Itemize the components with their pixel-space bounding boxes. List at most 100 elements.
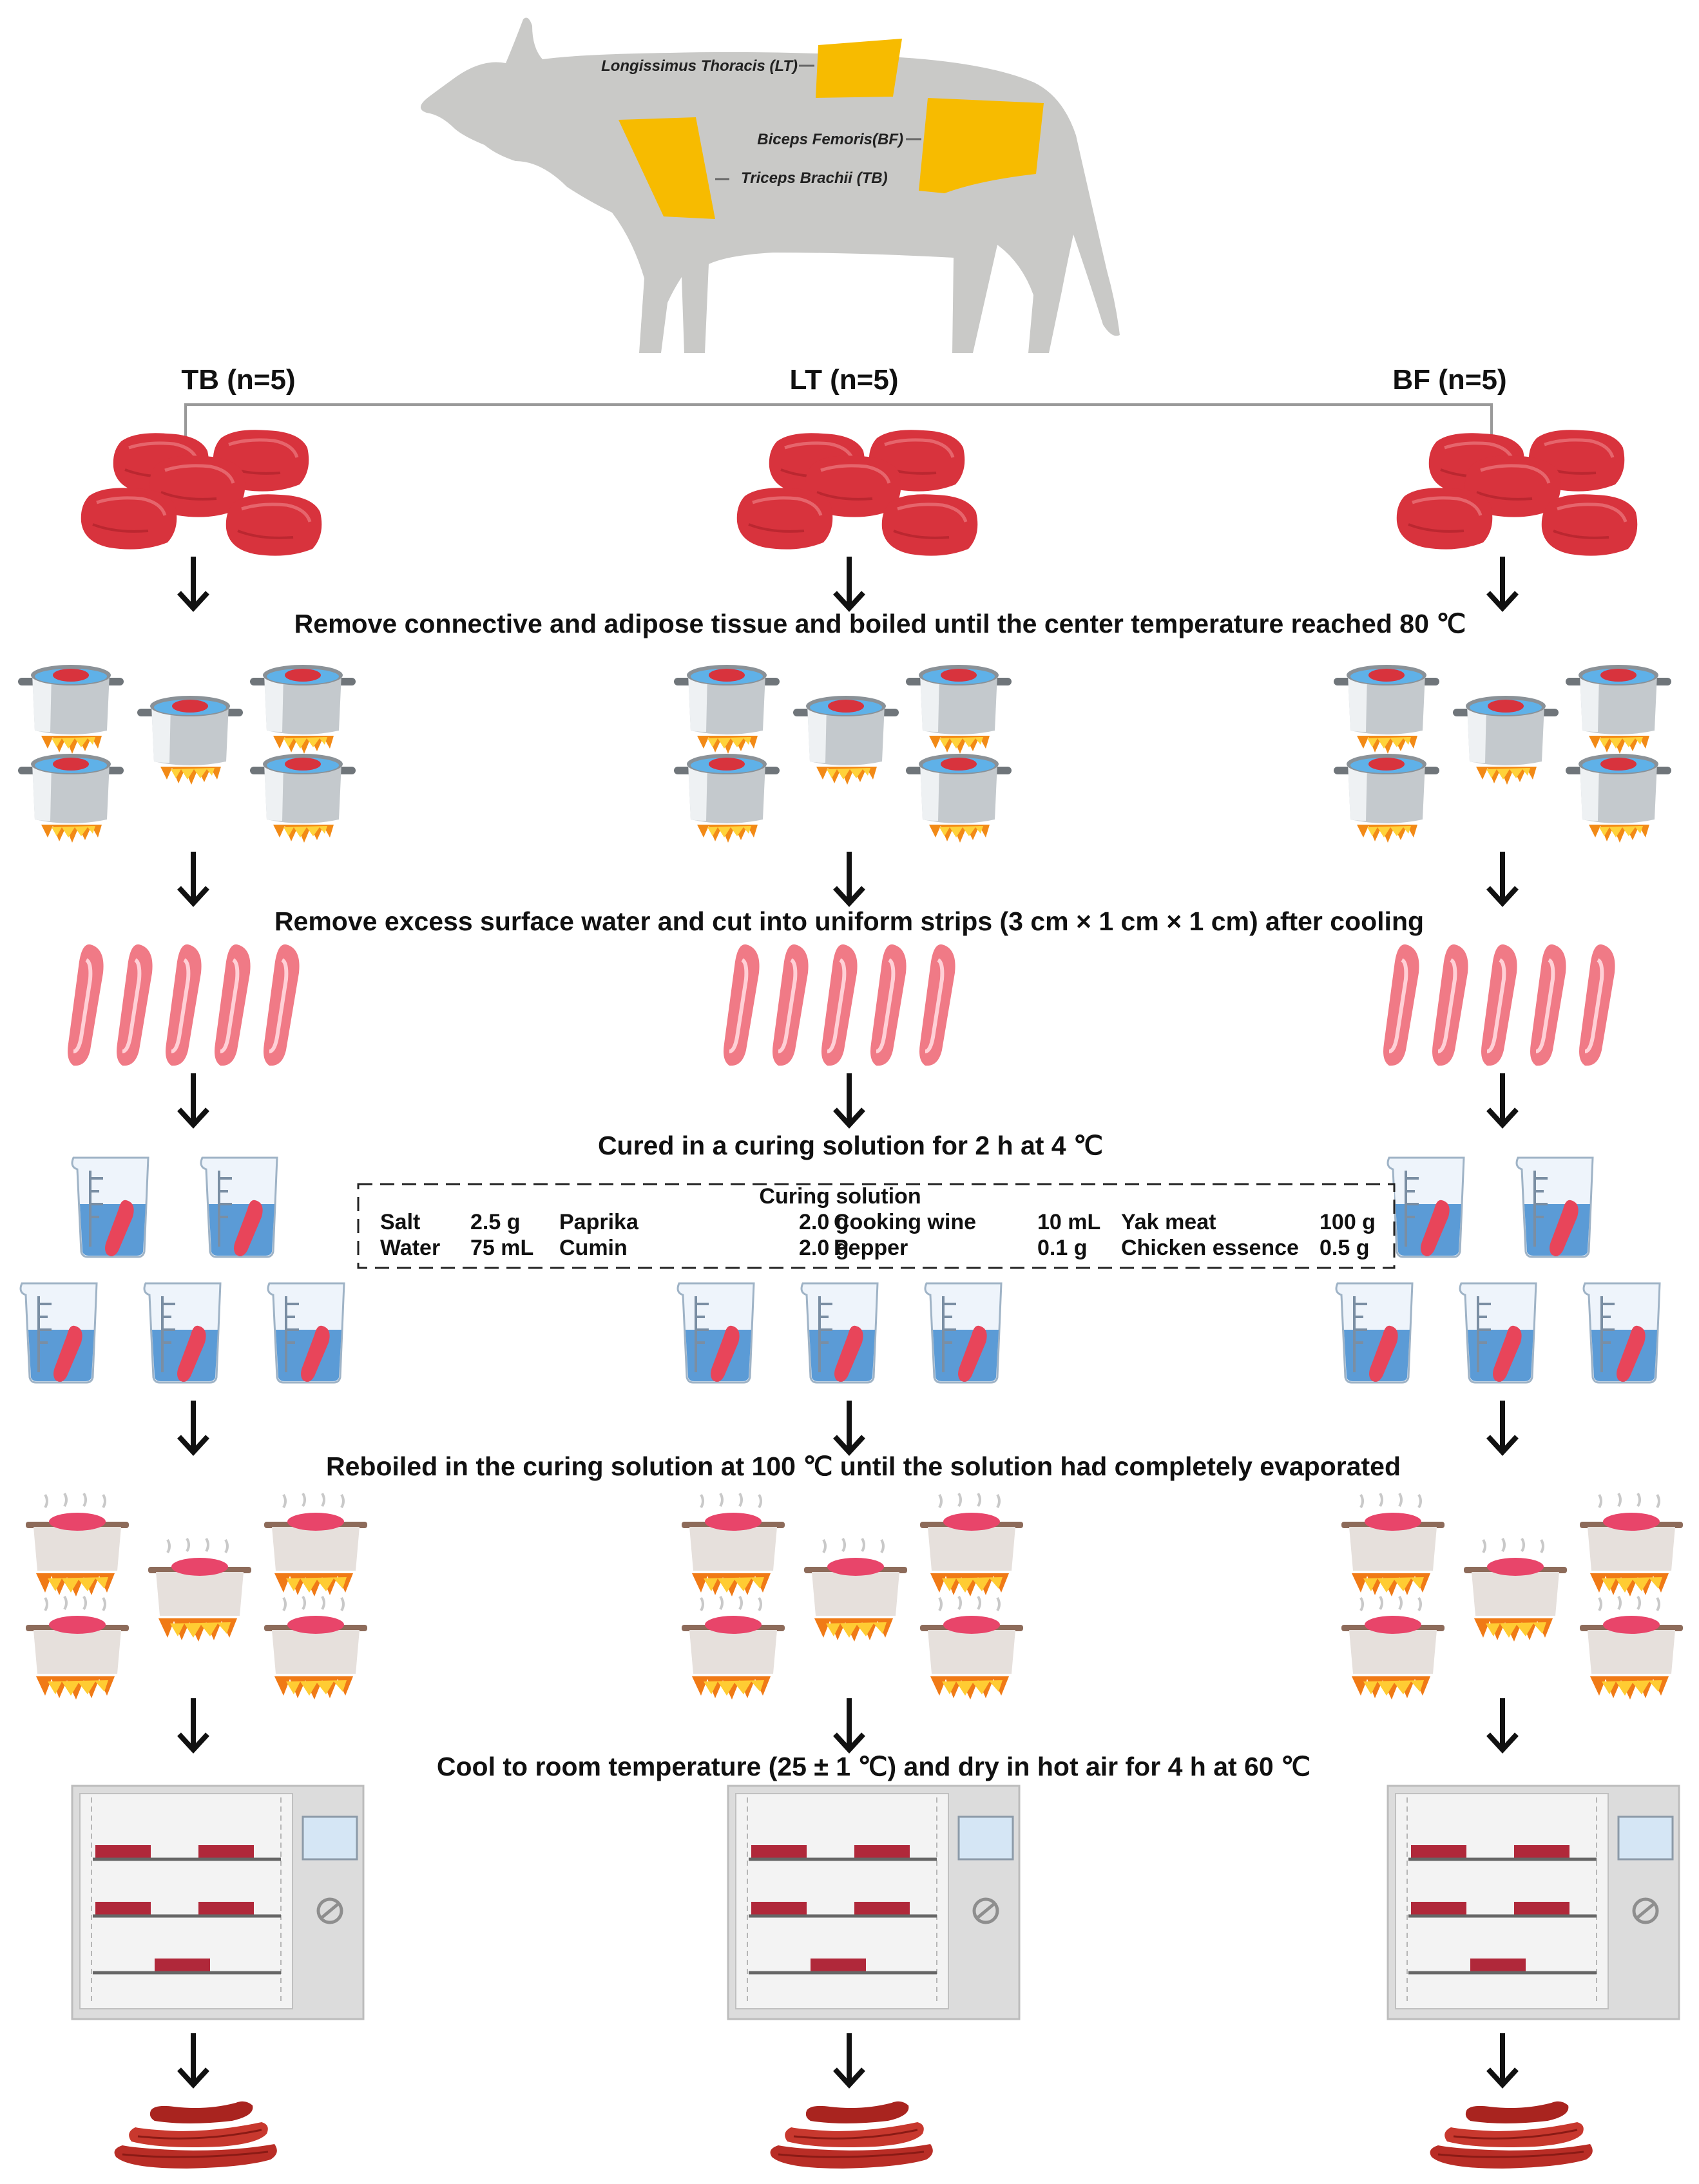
dried-jerky-icon	[113, 2100, 278, 2170]
curing-ingredient-name: Salt	[380, 1210, 420, 1234]
group-label-lt: LT (n=5)	[789, 364, 898, 396]
reboil-pot-icon	[1579, 1595, 1684, 1701]
cut-label-lt: Longissimus Thoracis (LT)	[601, 57, 798, 75]
down-arrow-icon	[1488, 1401, 1517, 1452]
curing-ingredient-amount: 2.0 g	[799, 1236, 849, 1260]
raw-meat-icon	[1397, 488, 1493, 549]
dried-jerky-icon	[769, 2100, 934, 2170]
meat-strip-icon	[1530, 944, 1566, 1066]
curing-beaker-icon	[200, 1156, 278, 1258]
reboil-pot-icon	[263, 1595, 369, 1701]
reboil-pot-icon	[680, 1595, 786, 1701]
curing-beaker-icon	[19, 1282, 98, 1384]
meat-strip-icon	[919, 944, 955, 1066]
meat-strip-icon	[773, 944, 809, 1066]
group-bracket	[184, 403, 1493, 445]
curing-solution-title: Curing solution	[759, 1184, 921, 1209]
reboil-pot-icon	[1340, 1492, 1446, 1598]
curing-ingredient-amount: 0.1 g	[1037, 1236, 1087, 1260]
curing-beaker-icon	[1515, 1156, 1594, 1258]
curing-beaker-icon	[677, 1282, 755, 1384]
step-reboil-text: Reboiled in the curing solution at 100 ℃…	[326, 1451, 1401, 1481]
cow-icon	[420, 17, 1120, 354]
down-arrow-icon	[835, 1401, 863, 1452]
curing-ingredient-name: Pepper	[834, 1236, 908, 1260]
cut-bf-highlight	[919, 98, 1044, 193]
down-arrow-icon	[835, 852, 863, 903]
step-boil-text: Remove connective and adipose tissue and…	[294, 609, 1466, 638]
raw-meat-icon	[737, 488, 833, 549]
curing-ingredient-name: Yak meat	[1121, 1210, 1216, 1234]
curing-ingredient-amount: 2.5 g	[470, 1210, 520, 1234]
curing-ingredient-name: Paprika	[559, 1210, 639, 1234]
curing-ingredient-amount: 0.5 g	[1320, 1236, 1369, 1260]
down-arrow-icon	[179, 2033, 207, 2085]
reboil-pot-icon	[263, 1492, 369, 1598]
boiling-pot-icon	[1334, 665, 1439, 754]
raw-meat-icon	[882, 494, 978, 555]
down-arrow-icon	[179, 852, 207, 903]
meat-strip-icon	[117, 944, 153, 1066]
meat-strip-icon	[264, 944, 300, 1066]
step-dry-text: Cool to room temperature (25 ± 1 ℃) and …	[437, 1752, 1310, 1781]
drying-oven-icon	[1388, 1786, 1679, 2019]
curing-beaker-icon	[267, 1282, 345, 1384]
cut-lt-highlight	[816, 39, 902, 98]
reboil-pot-icon	[1463, 1537, 1568, 1643]
curing-ingredient-name: Water	[380, 1236, 440, 1260]
curing-ingredient-amount: 10 mL	[1037, 1210, 1100, 1234]
boiling-pot-icon	[906, 754, 1012, 843]
group-label-tb: TB (n=5)	[181, 364, 295, 396]
down-arrow-icon	[835, 1698, 863, 1750]
reboil-pot-icon	[147, 1537, 253, 1643]
step-cure-text: Cured in a curing solution for 2 h at 4 …	[598, 1131, 1103, 1160]
curing-beaker-icon	[1582, 1282, 1661, 1384]
reboil-pot-icon	[24, 1492, 130, 1598]
raw-meat-icon	[226, 494, 322, 555]
group-columns	[18, 430, 1684, 2170]
curing-beaker-icon	[71, 1156, 149, 1258]
step-cut-text: Remove excess surface water and cut into…	[274, 906, 1424, 936]
down-arrow-icon	[1488, 557, 1517, 608]
reboil-pot-icon	[1340, 1595, 1446, 1701]
dried-jerky-icon	[1429, 2100, 1594, 2170]
curing-ingredient-amount: 2.0 g	[799, 1210, 849, 1234]
boiling-pot-icon	[1334, 754, 1439, 843]
curing-beaker-icon	[924, 1282, 1003, 1384]
raw-meat-icon	[81, 488, 177, 549]
boiling-pot-icon	[793, 696, 899, 785]
curing-beaker-icon	[1335, 1282, 1414, 1384]
column-lt	[674, 430, 1024, 2170]
meat-strip-icon	[1481, 944, 1517, 1066]
reboil-pot-icon	[24, 1595, 130, 1701]
down-arrow-icon	[179, 1401, 207, 1452]
boiling-pot-icon	[674, 754, 780, 843]
curing-beaker-icon	[1459, 1282, 1537, 1384]
down-arrow-icon	[179, 557, 207, 608]
meat-strip-icon	[166, 944, 202, 1066]
curing-beaker-icon	[800, 1282, 879, 1384]
drying-oven-icon	[72, 1786, 363, 2019]
reboil-pot-icon	[919, 1492, 1024, 1598]
curing-beaker-icon	[1387, 1156, 1465, 1258]
boiling-pot-icon	[18, 665, 124, 754]
boiling-pot-icon	[906, 665, 1012, 754]
boiling-pot-icon	[250, 754, 356, 843]
curing-ingredient-amount: 75 mL	[470, 1236, 533, 1260]
boiling-pot-icon	[137, 696, 243, 785]
down-arrow-icon	[179, 1698, 207, 1750]
meat-strip-icon	[1383, 944, 1419, 1066]
boiling-pot-icon	[250, 665, 356, 754]
meat-strip-icon	[68, 944, 104, 1066]
cut-tb-highlight	[619, 117, 715, 219]
meat-strip-icon	[870, 944, 907, 1066]
boiling-pot-icon	[674, 665, 780, 754]
reboil-pot-icon	[680, 1492, 786, 1598]
down-arrow-icon	[179, 1073, 207, 1125]
boiling-pot-icon	[1566, 665, 1671, 754]
meat-strip-icon	[1579, 944, 1615, 1066]
group-label-bf: BF (n=5)	[1392, 364, 1506, 396]
meat-strip-icon	[1432, 944, 1468, 1066]
